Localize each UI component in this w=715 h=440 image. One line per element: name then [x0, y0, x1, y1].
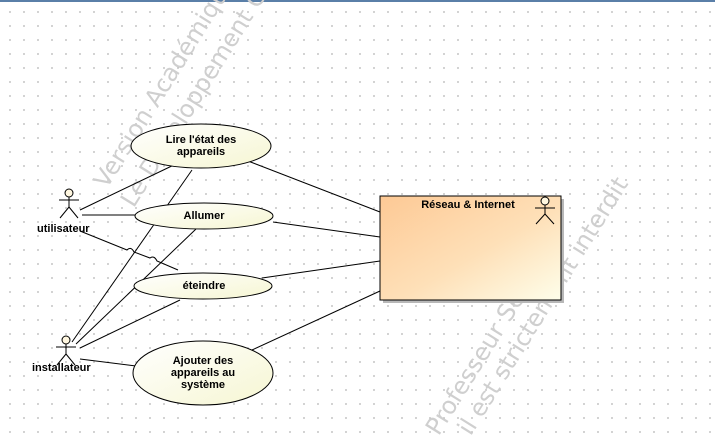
assoc-off-network — [261, 260, 381, 279]
usecase-turn-on-label: Allumer — [183, 210, 225, 222]
assoc-user-read — [79, 162, 179, 211]
assoc-installer-add — [79, 358, 137, 367]
assoc-installer-read — [71, 169, 193, 343]
installer-actor-label: installateur — [32, 362, 91, 374]
usecase-add-devices-label: Ajouter des appareils au système — [170, 355, 236, 391]
user-actor-icon[interactable] — [59, 188, 79, 219]
assoc-installer-off — [79, 299, 181, 349]
usecase-read-state-label: Lire l'état des appareils — [165, 134, 237, 158]
usecase-read-state-ellipse[interactable] — [130, 123, 272, 169]
usecase-turn-on-ellipse[interactable] — [134, 202, 274, 230]
user-actor-label: utilisateur — [37, 223, 90, 235]
usecase-turn-off-label: éteindre — [182, 280, 226, 292]
assoc-on-network — [272, 221, 381, 238]
network-actor-icon — [535, 196, 555, 225]
usecase-turn-off-ellipse[interactable] — [133, 272, 273, 300]
network-system-box[interactable] — [379, 195, 562, 301]
assoc-read-network — [247, 160, 381, 213]
top-border — [0, 0, 715, 2]
network-system-label: Réseau & Internet — [421, 199, 515, 211]
use-case-diagram — [56, 123, 564, 406]
assoc-user-off — [79, 230, 179, 271]
usecase-add-devices-ellipse[interactable] — [132, 340, 274, 406]
assoc-add-network — [251, 290, 381, 351]
installer-actor-icon[interactable] — [56, 335, 76, 366]
